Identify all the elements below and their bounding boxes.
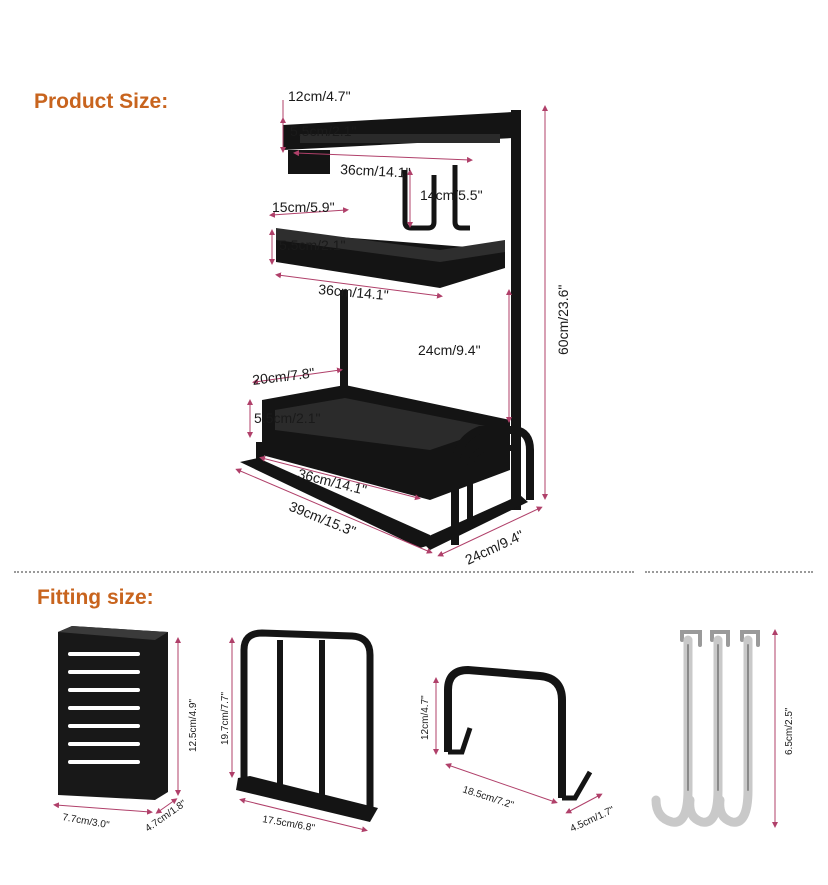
section-divider-right (645, 571, 813, 573)
cup-holder-drawing (444, 665, 593, 801)
top-height-label: 5.5cm/2.1" (290, 123, 356, 139)
utensil-width-label: 7.7cm/3.0" (61, 812, 110, 831)
base-depth-label: 24cm/9.4" (463, 527, 526, 568)
total-height-label: 60cm/23.6" (555, 285, 571, 355)
hooks-height-label: 6.5cm/2.5" (784, 707, 795, 755)
product-size-heading: Product Size: (34, 90, 169, 113)
board-rack-width-label: 17.5cm/6.8" (261, 814, 316, 834)
middle-height-label: 5.5cm/2.1" (279, 237, 345, 253)
utensil-depth-label: 4.7cm/1.8" (143, 798, 189, 834)
shelf-gap-label: 24cm/9.4" (418, 342, 481, 358)
bottom-depth-label: 20cm/7.8" (251, 364, 315, 388)
utensil-holder-drawing (58, 626, 168, 800)
top-width-label: 36cm/14.1" (340, 161, 411, 181)
hooks-drawing (651, 630, 760, 827)
hook-height-label: 14cm/5.5" (420, 187, 483, 203)
top-depth-label: 12cm/4.7" (288, 88, 351, 104)
utensil-height-label: 12.5cm/4.9" (188, 699, 199, 752)
middle-depth-label: 15cm/5.9" (272, 199, 335, 215)
board-rack-height-label: 19.7cm/7.7" (220, 692, 231, 745)
bottom-height-label: 5.5cm/2.1" (254, 410, 320, 426)
middle-width-label: 36cm/14.1" (318, 281, 389, 303)
cup-holder-depth-label: 4.5cm/1.7" (569, 805, 617, 835)
section-divider (14, 571, 634, 573)
fitting-size-heading: Fitting size: (37, 586, 154, 609)
board-rack-drawing (236, 629, 378, 822)
cup-holder-height-label: 12cm/4.7" (420, 695, 431, 740)
rack-dimension-lines (235, 100, 548, 557)
cup-holder-width-label: 18.5cm/7.2" (461, 784, 515, 811)
